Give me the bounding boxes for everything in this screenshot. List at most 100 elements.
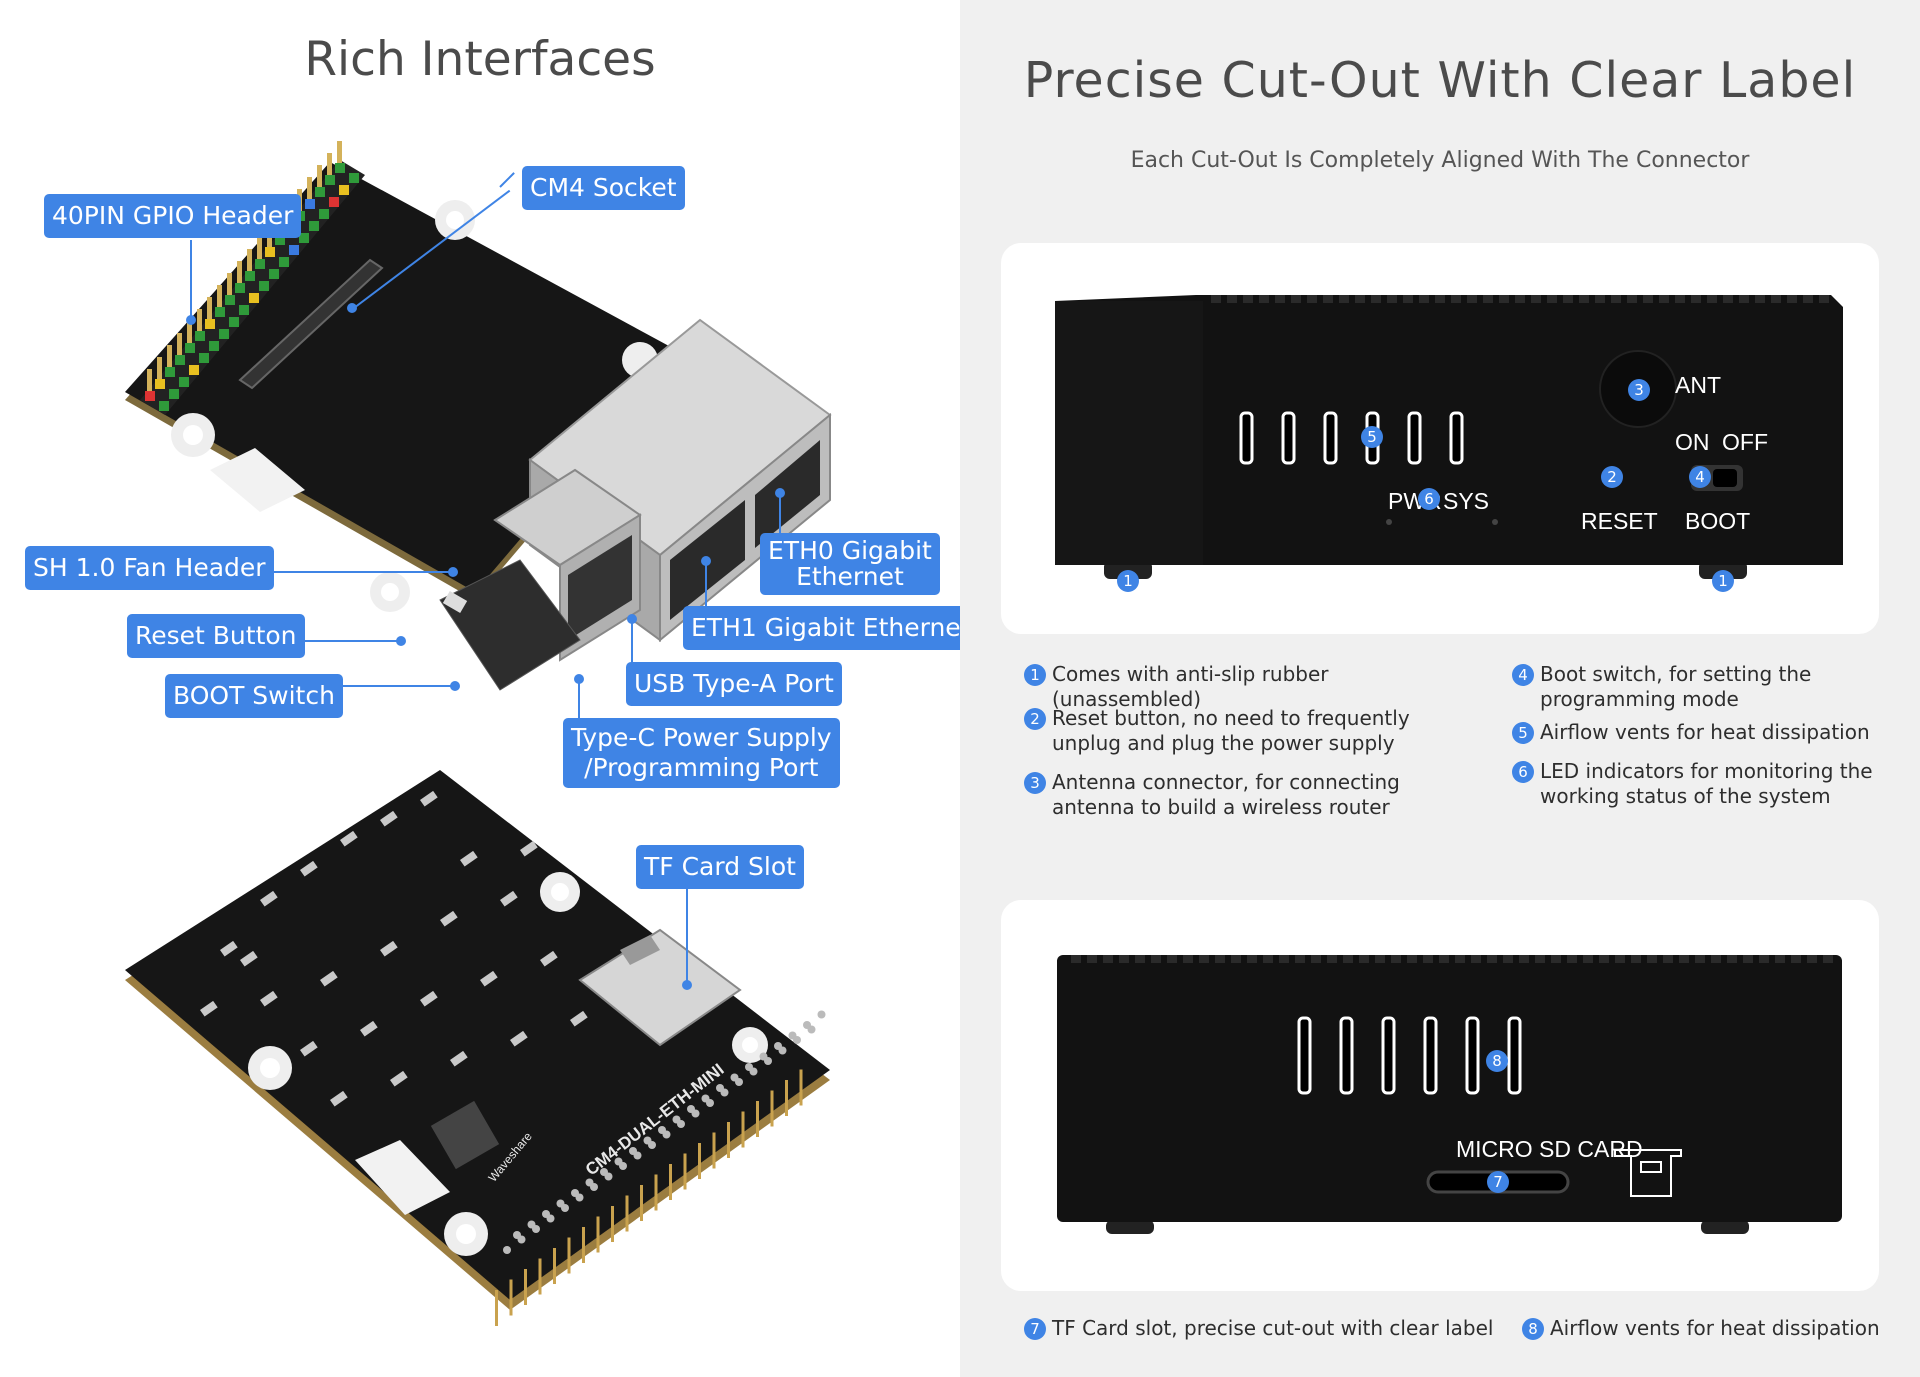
- case-rib: [1231, 955, 1241, 963]
- typec-leader: [578, 678, 580, 718]
- smd-part: [360, 1020, 378, 1037]
- case-rib: [1071, 955, 1081, 963]
- header-pin: [727, 1122, 730, 1158]
- label-sys: SYS: [1443, 488, 1490, 514]
- header-pin: [799, 1069, 803, 1106]
- header-pin: [524, 1269, 527, 1305]
- case-rib: [1227, 295, 1237, 303]
- header-pin: [640, 1185, 643, 1221]
- left-panel: Rich Interfaces: [25, 32, 960, 1326]
- header-pin: [654, 1174, 658, 1211]
- fan-point: [448, 567, 458, 577]
- header-pad: [503, 1246, 511, 1254]
- case-rib: [1103, 955, 1113, 963]
- gpio-pin: [185, 321, 209, 363]
- header-pin: [712, 1132, 716, 1169]
- case-rib: [1343, 955, 1353, 963]
- feature-7-num: 7: [1024, 1318, 1046, 1340]
- case-rib: [1727, 955, 1737, 963]
- case-rib: [1167, 955, 1177, 963]
- gpio-pin: [235, 261, 259, 303]
- case-rib: [1371, 295, 1381, 303]
- label-boot: BOOT: [1685, 508, 1751, 534]
- header-pad: [817, 1010, 826, 1019]
- smd-part: [520, 840, 538, 857]
- smd-part: [479, 970, 498, 987]
- smd-part: [570, 1010, 588, 1027]
- tf-leader: [686, 888, 688, 988]
- label-on: ON: [1675, 429, 1710, 455]
- header-pin: [553, 1248, 556, 1284]
- case-rib: [1391, 955, 1401, 963]
- usb-leader: [631, 618, 633, 674]
- smd-part: [320, 970, 338, 987]
- header-pad: [648, 1141, 656, 1149]
- case-rib: [1435, 295, 1445, 303]
- case-rib: [1327, 955, 1337, 963]
- callout-usb: USB Type-A Port: [626, 662, 842, 706]
- case-rib: [1519, 955, 1529, 963]
- case-rib: [1407, 955, 1417, 963]
- feature-8-num: 8: [1522, 1318, 1544, 1340]
- case-rib: [1567, 955, 1577, 963]
- smd-part: [420, 990, 438, 1007]
- smd-part: [380, 940, 398, 957]
- feature-1-num: 1: [1024, 664, 1046, 686]
- header-pad: [619, 1162, 627, 1170]
- eth0-point: [775, 488, 785, 498]
- header-pad: [807, 1025, 816, 1034]
- case-rib: [1711, 955, 1721, 963]
- case-rib: [1823, 955, 1833, 963]
- case-front-illustration: [1055, 295, 1843, 579]
- case-rib: [1199, 955, 1209, 963]
- header-pad: [778, 1046, 787, 1055]
- case-rib: [1679, 955, 1689, 963]
- marker-7: 7: [1487, 1171, 1509, 1193]
- feature-2-num: 2: [1024, 708, 1046, 730]
- header-pad: [575, 1193, 584, 1202]
- label-off: OFF: [1722, 429, 1768, 455]
- bottom-board: [125, 770, 830, 1326]
- gpio-pin: [335, 141, 359, 183]
- feature-1: 1 Comes with anti-slip rubber (unassembl…: [1024, 662, 1444, 712]
- case-rib: [1791, 955, 1801, 963]
- case-rib: [1775, 955, 1785, 963]
- marker-4: 4: [1689, 466, 1711, 488]
- callout-eth0-line1: ETH0 Gigabit: [768, 536, 932, 565]
- feature-7: 7 TF Card slot, precise cut-out with cle…: [1024, 1316, 1504, 1341]
- case-rib: [1263, 955, 1273, 963]
- cm4-point: [347, 303, 357, 313]
- smd-part: [300, 860, 318, 877]
- header-pad: [604, 1172, 613, 1181]
- smd-part: [260, 890, 278, 907]
- case-rib: [1487, 955, 1497, 963]
- case-rib: [1551, 955, 1561, 963]
- header-pad: [532, 1225, 540, 1233]
- marker-8: 8: [1486, 1050, 1508, 1072]
- callout-eth1: ETH1 Gigabit Ethernet: [683, 606, 960, 650]
- smd-part: [450, 1050, 468, 1067]
- feature-1-text: Comes with anti-slip rubber (unassembled…: [1052, 662, 1329, 711]
- gpio-pin: [145, 369, 169, 411]
- tf-slot: [578, 928, 742, 1047]
- case-rib: [1515, 295, 1525, 303]
- case-rib: [1627, 295, 1637, 303]
- case-rib: [1743, 955, 1753, 963]
- case-rib: [1503, 955, 1513, 963]
- feature-8-text: Airflow vents for heat dissipation: [1550, 1316, 1880, 1340]
- gpio-pin: [175, 333, 199, 375]
- feature-5-num: 5: [1512, 722, 1534, 744]
- case-rib: [1259, 295, 1269, 303]
- feature-4-text: Boot switch, for setting the programming…: [1540, 662, 1812, 711]
- case-rib: [1275, 295, 1285, 303]
- feature-5: 5 Airflow vents for heat dissipation: [1512, 720, 1882, 745]
- header-pad: [677, 1120, 685, 1128]
- smd-part: [440, 910, 458, 927]
- gpio-pin: [195, 309, 219, 351]
- left-title: Rich Interfaces: [304, 32, 656, 87]
- label-reset: RESET: [1581, 508, 1658, 534]
- callout-typec-line2: /Programming Port: [584, 753, 819, 782]
- case-rib: [1643, 295, 1653, 303]
- sd-card-icon: [1614, 1149, 1682, 1197]
- case-rib: [1339, 295, 1349, 303]
